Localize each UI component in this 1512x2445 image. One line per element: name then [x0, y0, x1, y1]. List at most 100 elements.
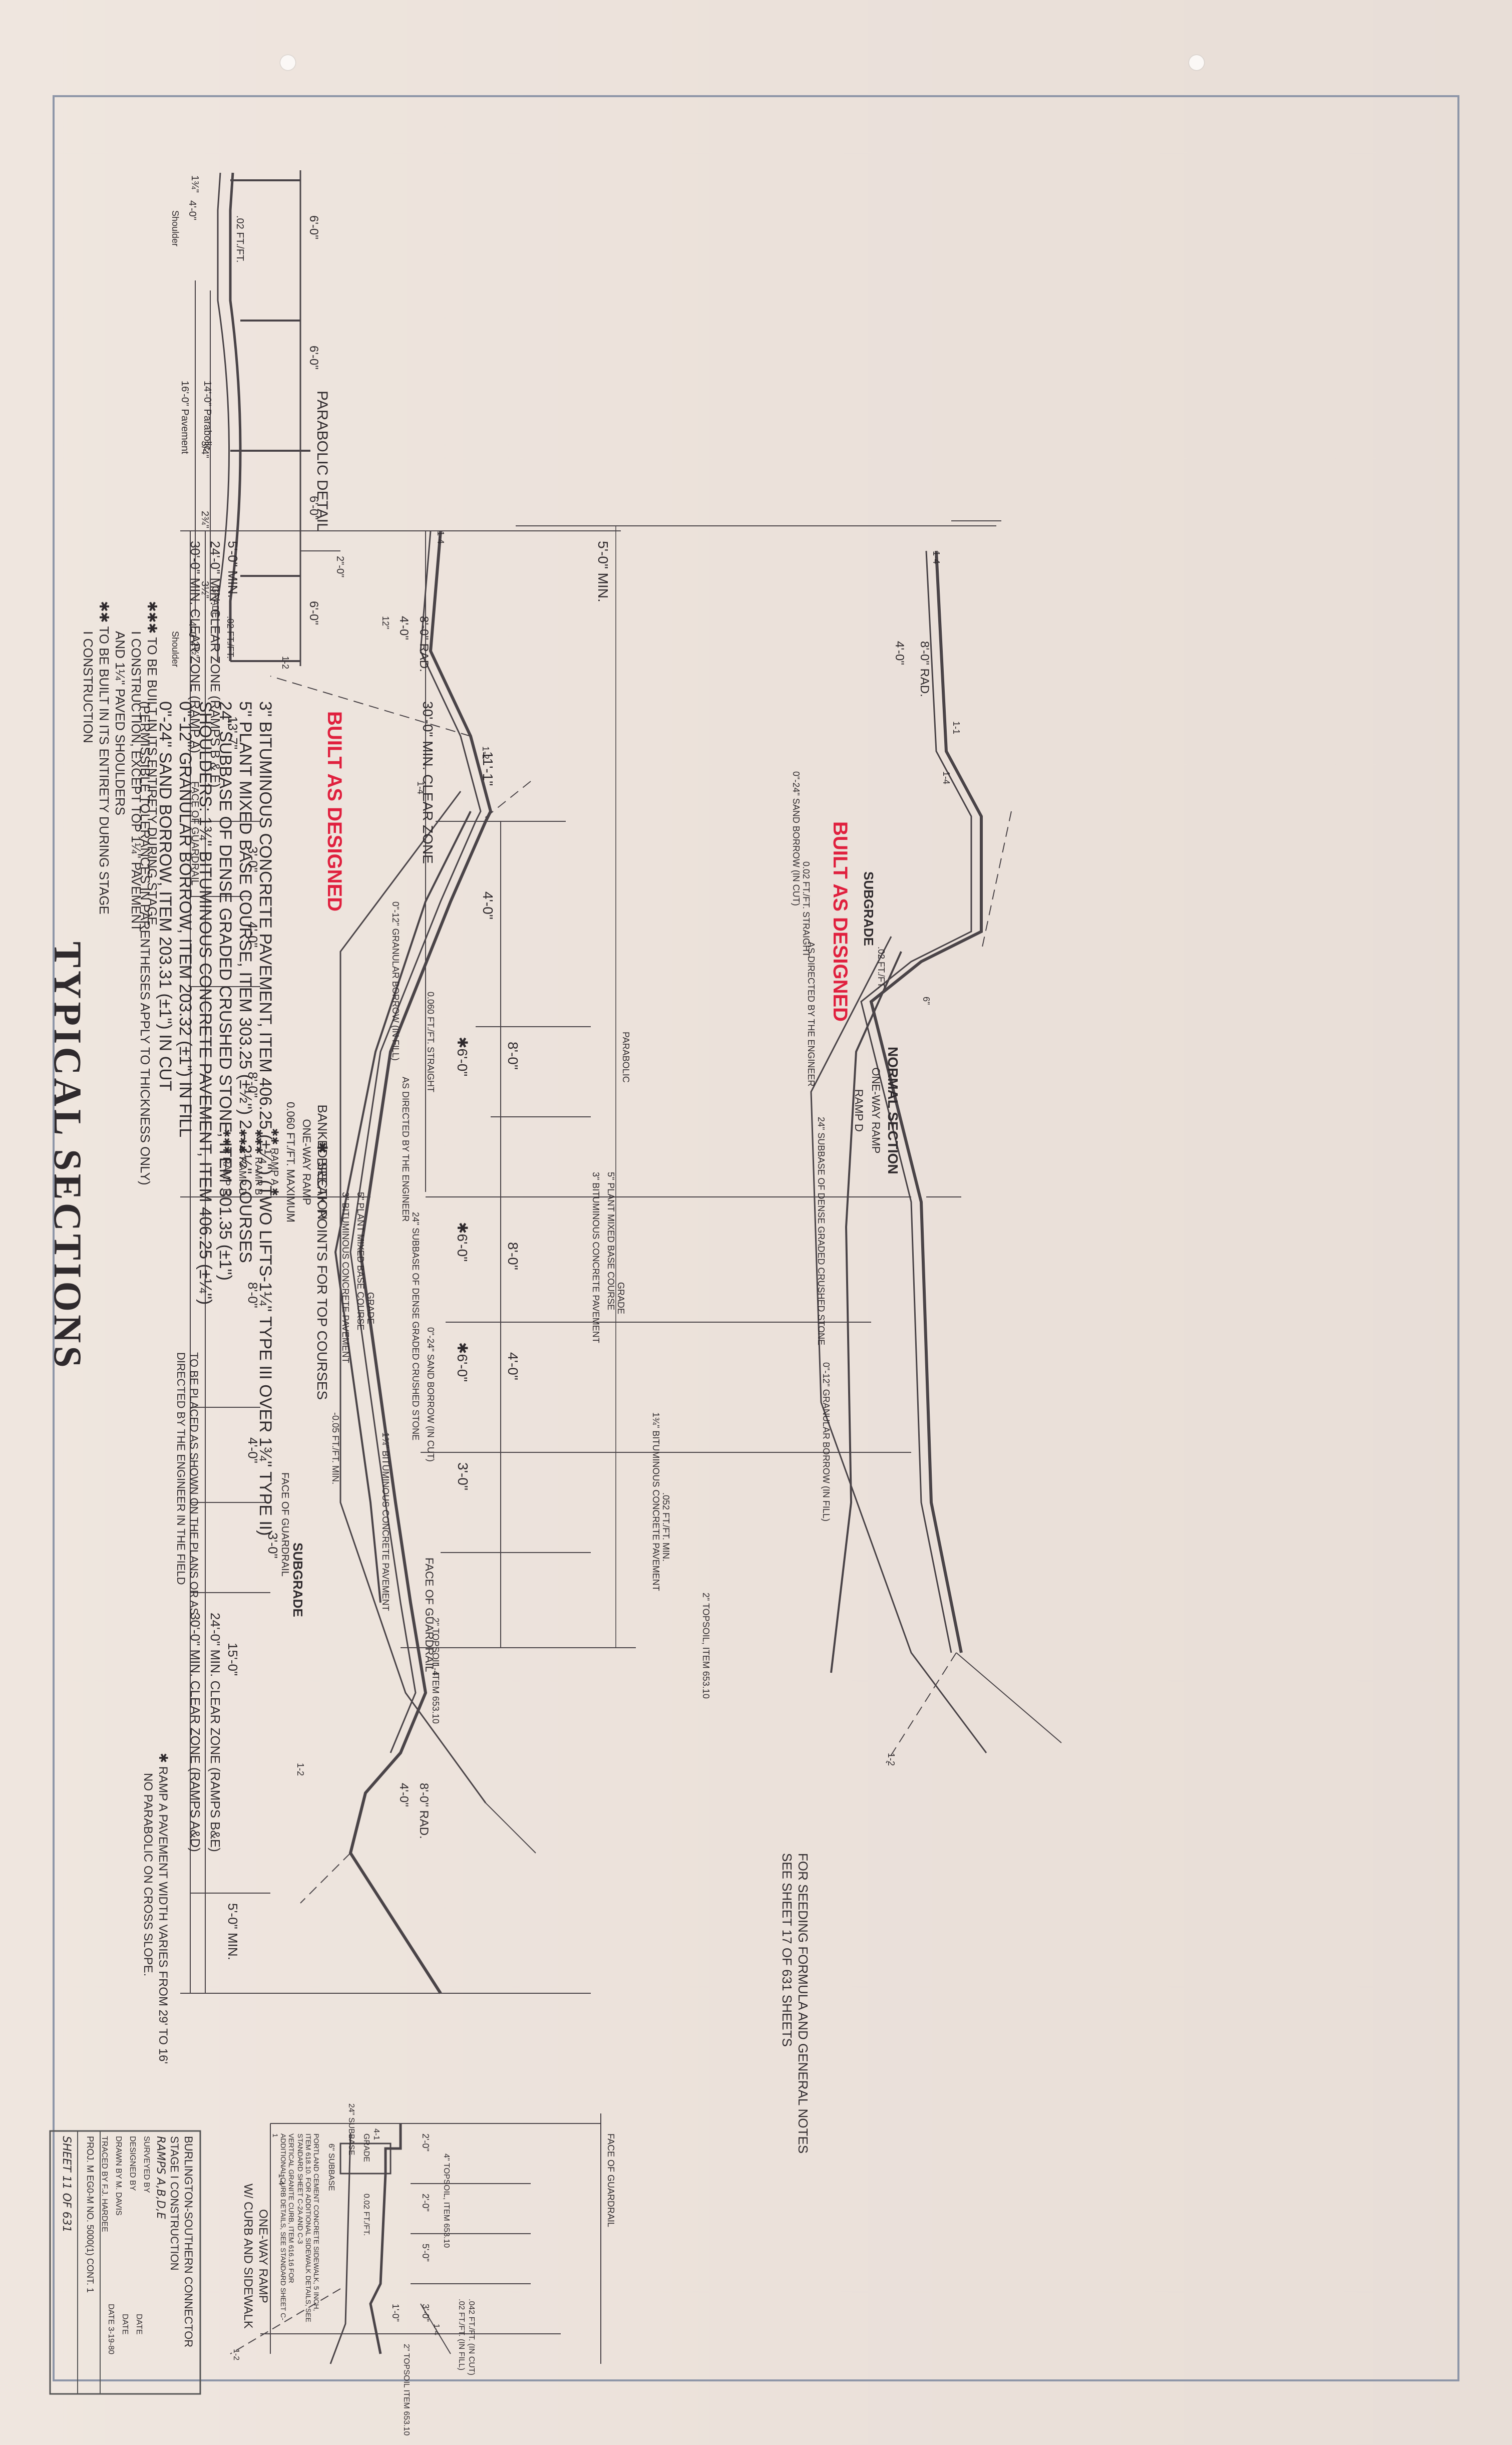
- section-label: 12": [381, 616, 391, 630]
- page-title: TYPICAL SECTIONS: [46, 942, 90, 1371]
- section-label: 8'-0" RAD.: [417, 1783, 431, 1839]
- curb-label: 2'-0": [421, 2133, 431, 2152]
- section-label: 3" BITUMINOUS CONCRETE PAVEMENT: [340, 1192, 350, 1363]
- curb-label: GRADE: [362, 2133, 370, 2162]
- parabolic-label: 1¾": [189, 175, 200, 193]
- curb-section-drawing: [230, 2113, 601, 2364]
- banked-section-real: [180, 530, 591, 1994]
- parabolic-label: .02 FT./FT.: [225, 616, 235, 659]
- section-label: 8'-0" RAD.: [918, 641, 931, 697]
- section-label: 1¾" BITUMINOUS CONCRETE PAVEMENT: [381, 1432, 391, 1611]
- footnote-line: AND 1¼" PAVED SHOULDERS: [113, 631, 128, 816]
- punch-hole: [280, 55, 295, 70]
- normal-section-sub: ONE-WAY RAMP: [870, 1067, 882, 1154]
- banked-section-sub: 0.060 FT./FT. MAXIMUM: [284, 1102, 297, 1222]
- parabolic-label: 2¾": [199, 511, 210, 528]
- footnotes-left: ✱✱✱ TO BE BUILT IN ITS ENTIRETY DURING S…: [80, 601, 160, 932]
- section-label: 24" SUBBASE OF DENSE GRADED CRUSHED STON…: [411, 1212, 421, 1441]
- curb-label: 0.02 FT./FT.: [362, 2194, 370, 2236]
- section-label: 1¾" BITUMINOUS CONCRETE PAVEMENT: [651, 1412, 661, 1591]
- banked-section-sub: ONE-WAY RAMP: [300, 1119, 313, 1205]
- normal-section-drawing: [401, 525, 1062, 1763]
- title-block-date: DATE: [135, 2314, 143, 2335]
- dim-label: 4'-0": [245, 1437, 260, 1463]
- slope-label: 1-2: [295, 1763, 305, 1776]
- dim-label: 6'-0": [307, 215, 320, 239]
- seeding-line: SEE SHEET 17 OF 631 SHEETS: [780, 1853, 795, 2047]
- curb-label: PORTLAND CEMENT CONCRETE SIDEWALK, 5 INC…: [296, 2133, 320, 2322]
- clear-zone-label: 30'-0" MIN. CLEAR ZONE (RAMP A): [188, 541, 203, 754]
- section-label: 2" TOPSOIL, ITEM 653.10: [701, 1593, 711, 1699]
- section-label: .02 FT./FT.: [876, 947, 886, 990]
- curb-label: VERTICAL GRANITE CURB, ITEM 616.16 FOR A…: [271, 2133, 295, 2320]
- title-block-line: STAGE I CONSTRUCTION: [168, 2136, 181, 2271]
- normal-section-title: NORMAL SECTION: [885, 1047, 901, 1174]
- curb-section-title-block: ONE-WAY RAMP W/ CURB AND SIDEWALK: [240, 2184, 270, 2329]
- footnote-line: ✱✱✱ TO BE BUILT IN ITS ENTIRETY DURING S…: [145, 601, 160, 926]
- banked-drawing-visible: [548, 511, 551, 2003]
- curb-title: ONE-WAY RAMP: [256, 2209, 270, 2303]
- dim-label: 8'-0": [505, 1042, 521, 1070]
- banked-section-lines: [531, 521, 1011, 2003]
- seeding-note: FOR SEEDING FORMULA AND GENERAL NOTES SE…: [779, 1853, 811, 2154]
- curb-label: FACE OF GUARDRAIL: [606, 2133, 616, 2228]
- section-label: GRADE: [616, 1282, 626, 1315]
- dim-label: 5'-0" MIN.: [225, 1903, 240, 1960]
- slope-label: 1-2: [886, 1753, 896, 1766]
- curb-label: 1'-0": [391, 2304, 401, 2322]
- section-label: PARABOLIC: [621, 1032, 631, 1083]
- section-label: FACE OF GUARDRAIL: [279, 1472, 290, 1577]
- slope-label: 1-4: [277, 2174, 285, 2186]
- curb-label: 2'-0": [421, 2194, 431, 2212]
- dim-label: 4'-0": [505, 1352, 521, 1380]
- section-label: AS DIRECTED BY THE ENGINEER: [401, 1077, 411, 1222]
- curb-title: W/ CURB AND SIDEWALK: [241, 2184, 255, 2329]
- curb-label: 2" TOPSOIL ITEM 653.10: [402, 2344, 411, 2436]
- dim-label: ✱6'-0": [455, 1222, 470, 1262]
- stamp-built-as-designed: BUILT AS DESIGNED: [829, 821, 851, 1022]
- slope-label: 1-2: [481, 746, 491, 760]
- section-label: .052 FT./FT. MIN.: [661, 1492, 671, 1562]
- dim-label: ✱6'-0": [455, 1037, 470, 1077]
- banked-section-title-block: BANKED SECTION ONE-WAY RAMP 0.060 FT./FT…: [218, 1102, 330, 1222]
- section-label: FACE OF GUARDRAIL: [189, 781, 200, 885]
- curb-label: 3'-0": [421, 2304, 431, 2322]
- dim-label: 6'-0": [307, 601, 320, 625]
- parabolic-label: 2"-0": [334, 556, 345, 578]
- banked-section-title: BANKED SECTION: [315, 1104, 330, 1220]
- parabolic-label: Shoulder: [170, 631, 180, 668]
- sheet-number: SHEET 11 OF 631: [60, 2136, 73, 2233]
- section-label: 0"-24" SAND BORROW (IN CUT): [791, 771, 801, 906]
- section-label: 4'-0": [397, 616, 411, 640]
- dim-label: 5'-0" MIN.: [225, 541, 240, 598]
- curb-label: 4" TOPSOIL, ITEM 653.10: [442, 2154, 451, 2248]
- parabolic-label: 3/4": [199, 441, 210, 458]
- slope-label: 1-4: [432, 2324, 441, 2336]
- slope-label: 1-1: [951, 721, 961, 735]
- dim-label: 6'-0": [307, 346, 320, 370]
- seeding-line: FOR SEEDING FORMULA AND GENERAL NOTES: [796, 1853, 811, 2154]
- dim-label: 8'-0": [505, 1242, 521, 1270]
- slope-label: 4-1: [372, 2128, 381, 2141]
- dim-label: 13'-7": [225, 716, 240, 750]
- subgrade-label: SUBGRADE: [290, 1543, 305, 1617]
- ramp-legend: ✱✱✱ RAMP E: [221, 1129, 232, 1195]
- footnote-line: NO PARABOLIC ON CROSS SLOPE.: [141, 1773, 155, 1977]
- section-label: 0"-12" GRANULAR BORROW (IN FILL): [391, 901, 401, 1061]
- slope-label: 1-4: [431, 1663, 441, 1676]
- slope-label: 1-2: [232, 2349, 240, 2361]
- dim-label: 8'-0": [245, 1282, 260, 1308]
- title-block-line: BURLINGTON-SOUTHERN CONNECTOR: [182, 2136, 195, 2348]
- section-label: 0"-24" SAND BORROW (IN CUT): [426, 1327, 436, 1462]
- dim-label: 4'-0": [480, 891, 496, 920]
- clear-zone-label: 24'-0" MIN. CLEAR ZONE (RAMPS B & E): [208, 541, 223, 788]
- slope-label: 1-2: [280, 656, 290, 670]
- parabolic-label: 4'-0": [187, 200, 198, 220]
- section-label: 6": [921, 997, 931, 1005]
- title-block-box: [49, 2130, 201, 2395]
- section-label: 3" BITUMINOUS CONCRETE PAVEMENT: [591, 1172, 601, 1343]
- dim-label: 5'-0" MIN.: [595, 541, 611, 602]
- slope-label: 1-4: [931, 551, 941, 564]
